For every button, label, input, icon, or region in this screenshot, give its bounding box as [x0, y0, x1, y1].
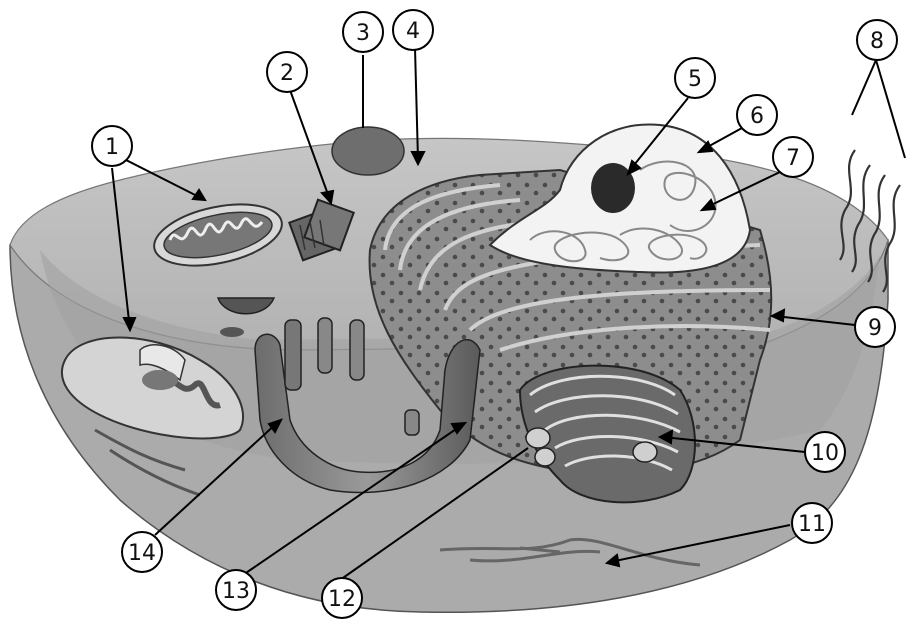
callout-number: 5 [688, 67, 702, 92]
callout-5: 5 [675, 58, 715, 98]
callout-number: 14 [128, 541, 156, 566]
callout-number: 9 [868, 316, 882, 341]
callout-number: 7 [786, 146, 800, 171]
callout-number: 8 [870, 29, 884, 54]
callout-number: 11 [798, 512, 826, 537]
callout-4: 4 [393, 10, 433, 50]
callout-number: 12 [328, 587, 356, 612]
small-vesicle [220, 327, 244, 337]
callout-number: 2 [280, 61, 294, 86]
callout-12: 12 [322, 578, 362, 618]
callout-number: 1 [105, 135, 119, 160]
callout-11: 11 [792, 503, 832, 543]
callout-3: 3 [343, 12, 383, 52]
callout-number: 10 [811, 441, 839, 466]
callout-6: 6 [737, 95, 777, 135]
callout-number: 3 [356, 21, 370, 46]
callout-1: 1 [92, 126, 132, 166]
lysosome [332, 127, 404, 175]
callout-number: 13 [222, 579, 250, 604]
callout-number: 4 [406, 19, 420, 44]
secretory-vesicle-b [535, 448, 555, 466]
callout-10: 10 [805, 432, 845, 472]
callout-14: 14 [122, 532, 162, 572]
secretory-vesicle-a [526, 428, 550, 448]
callout-9: 9 [855, 307, 895, 347]
callout-13: 13 [216, 570, 256, 610]
callout-8: 8 [857, 20, 897, 60]
callout-7: 7 [773, 137, 813, 177]
callout-number: 6 [750, 104, 764, 129]
callout-2: 2 [267, 52, 307, 92]
